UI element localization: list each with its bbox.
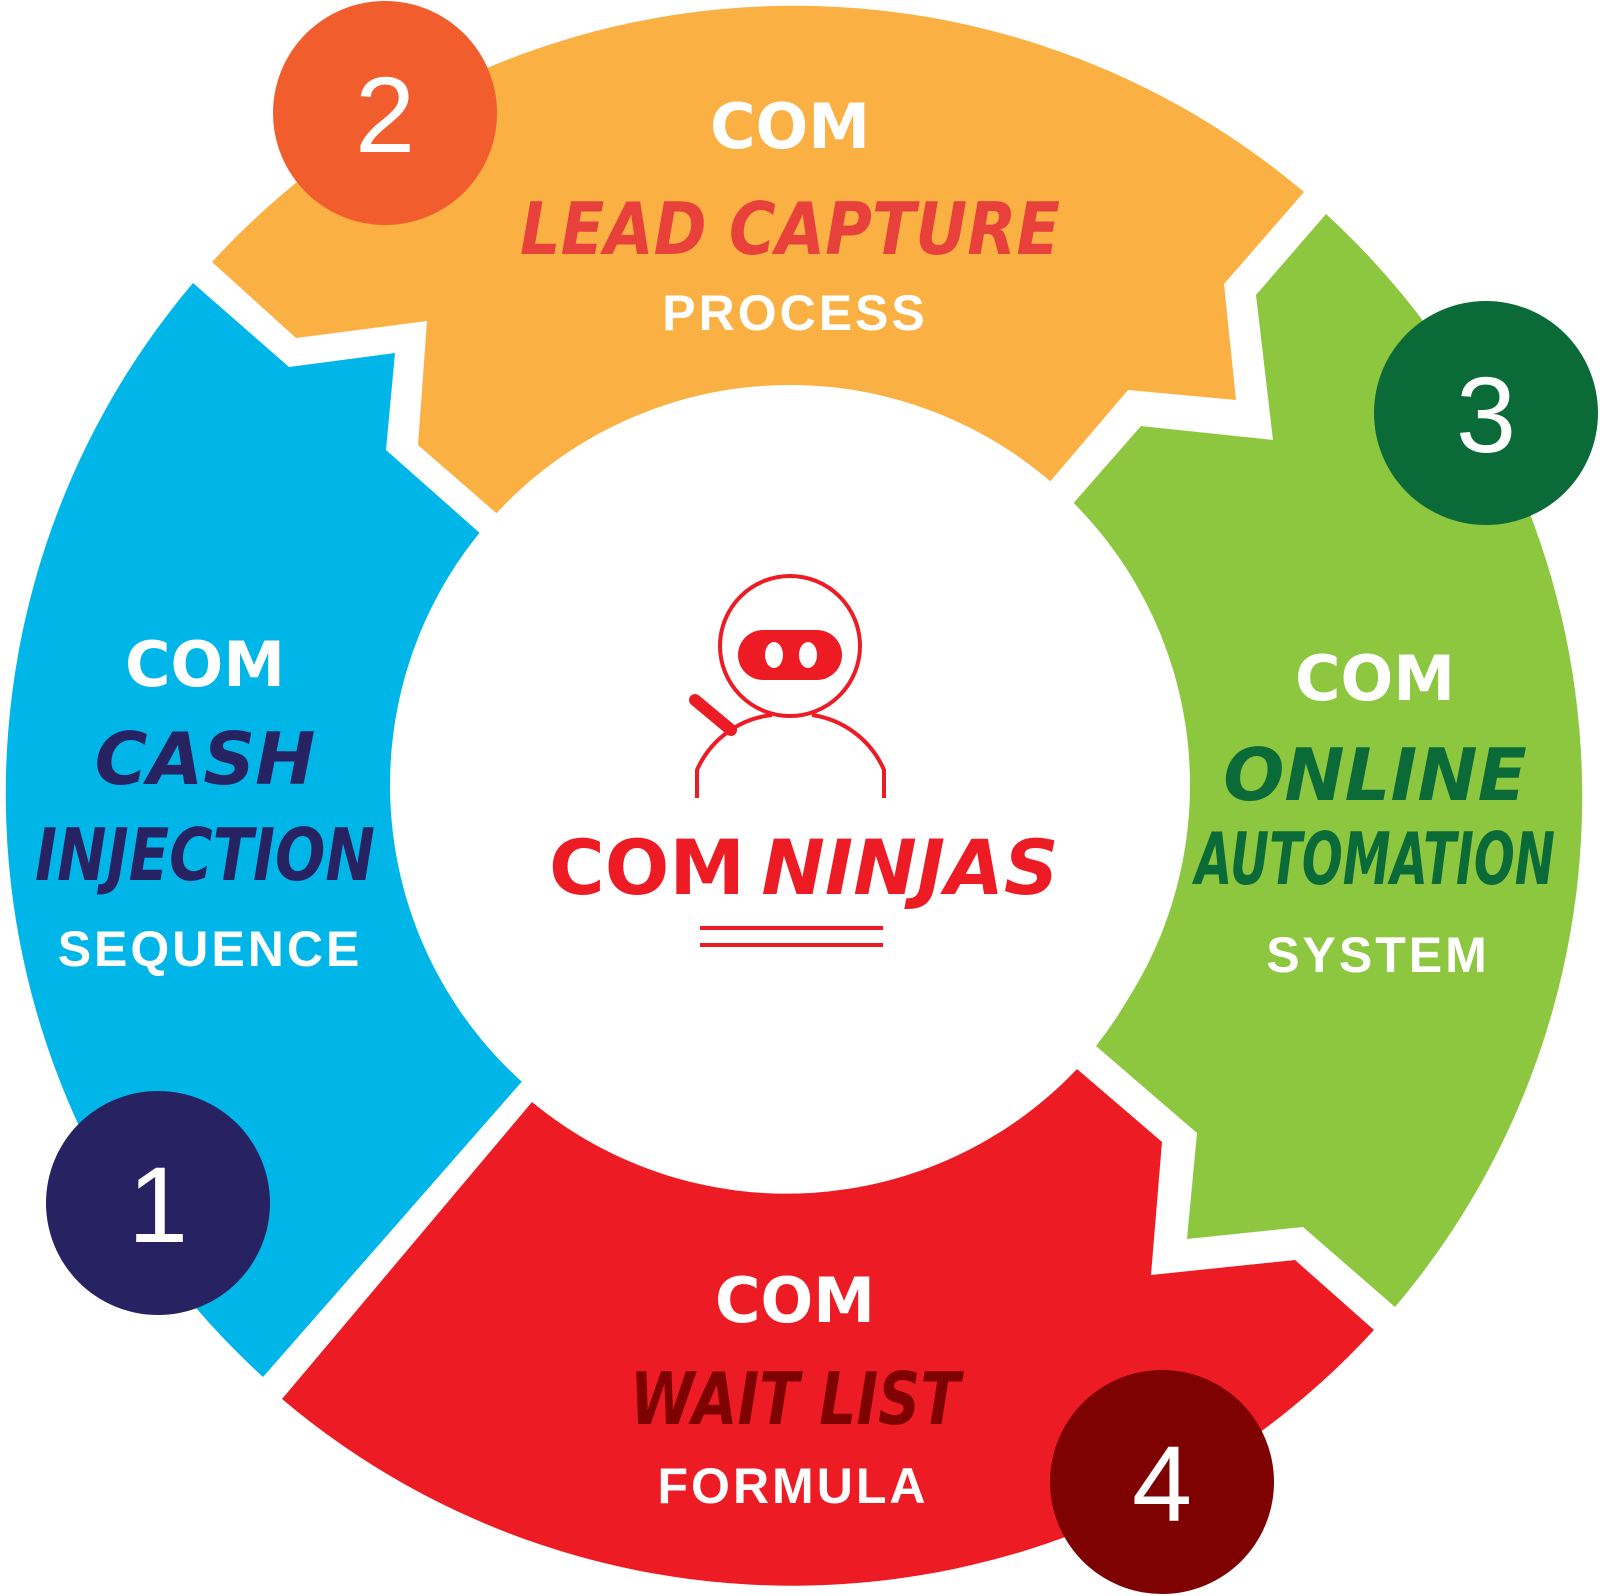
step-2-com: COM xyxy=(710,90,870,163)
step-2-title: LEAD CAPTURE xyxy=(520,187,1060,271)
brand-word-ninjas: NINJAS xyxy=(761,823,1058,912)
step-4-subtitle: FORMULA xyxy=(658,1458,929,1514)
ninja-mascot-icon xyxy=(689,574,886,947)
step-4-title: WAIT LIST xyxy=(630,1357,964,1441)
step-2-badge: 2 xyxy=(273,1,497,225)
step-1-number: 1 xyxy=(128,1144,188,1265)
step-1-com: COM xyxy=(125,628,285,701)
step-3-subtitle: SYSTEM xyxy=(1266,927,1490,983)
step-1-title-line1: CASH xyxy=(95,717,316,801)
step-1-subtitle: SEQUENCE xyxy=(58,921,363,977)
step-3-title-line1: ONLINE xyxy=(1223,733,1527,817)
step-3-badge: 3 xyxy=(1374,301,1598,525)
step-2-subtitle: PROCESS xyxy=(662,285,928,341)
step-4-number: 4 xyxy=(1132,1423,1192,1544)
step-1-badge: 1 xyxy=(46,1091,270,1315)
step-3-number: 3 xyxy=(1456,354,1516,475)
step-2-number: 2 xyxy=(355,54,415,175)
brand-word-com: COM xyxy=(549,823,745,912)
step-3-title-line2: AUTOMATION xyxy=(1192,817,1555,901)
step-1-title-line2: INJECTION xyxy=(35,813,375,897)
step-4-com: COM xyxy=(715,1264,875,1337)
step-3-com: COM xyxy=(1295,642,1455,715)
center-disk xyxy=(390,385,1190,1185)
step-4-badge: 4 xyxy=(1050,1370,1274,1594)
